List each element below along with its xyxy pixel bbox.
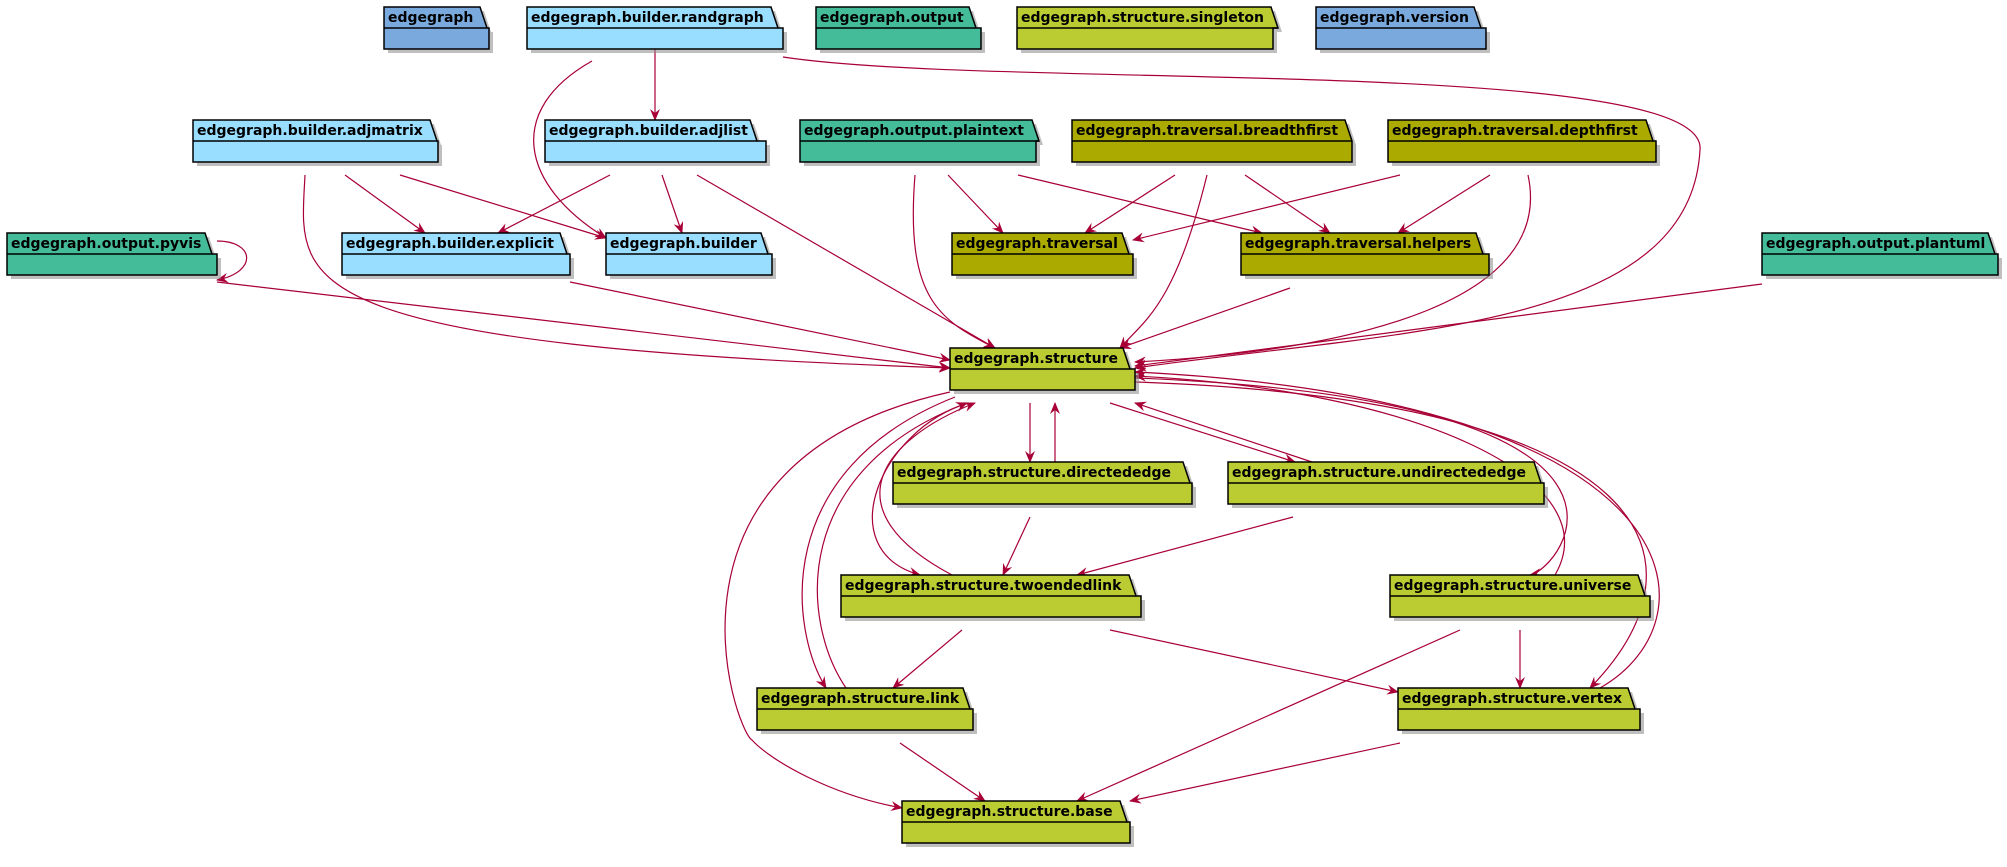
package-plantuml[interactable]: edgegraph.output.plantuml <box>1761 232 2002 279</box>
arrow-plaintext-to-helpers <box>1017 174 1263 236</box>
arrow-adjmatrix-to-structure <box>302 174 951 373</box>
package-label: edgegraph.builder.randgraph <box>531 10 764 26</box>
package-label: edgegraph.traversal.breadthfirst <box>1076 123 1338 139</box>
arrow-breadthfirst-to-traversal <box>1084 174 1176 234</box>
arrow-universe-to-base <box>1076 629 1461 802</box>
arrow-undirectededge-to-structure <box>1134 401 1313 463</box>
package-label: edgegraph.output <box>820 10 964 26</box>
arrow-link-to-base <box>899 742 986 802</box>
package-label: edgegraph.traversal.depthfirst <box>1392 123 1638 139</box>
package-label: edgegraph.builder.adjmatrix <box>197 123 423 139</box>
arrow-pyvis-to-structure <box>216 281 951 372</box>
arrow-twoendedlink-to-vertex <box>1109 629 1399 695</box>
package-label: edgegraph.output.pyvis <box>11 236 201 252</box>
package-helpers[interactable]: edgegraph.traversal.helpers <box>1240 232 1493 279</box>
package-label: edgegraph.structure.undirectededge <box>1232 465 1526 481</box>
arrow-helpers-to-structure <box>1119 287 1291 350</box>
package-label: edgegraph.builder <box>610 236 757 252</box>
package-adjlist[interactable]: edgegraph.builder.adjlist <box>544 119 770 166</box>
arrow-structure-to-undirectededge <box>1109 402 1296 464</box>
package-label: edgegraph.output.plaintext <box>804 123 1024 139</box>
package-plaintext[interactable]: edgegraph.output.plaintext <box>799 119 1043 166</box>
arrow-undirectededge-to-twoendedlink <box>1076 516 1294 577</box>
arrow-plaintext-to-traversal <box>947 174 1004 234</box>
package-directededge[interactable]: edgegraph.structure.directededge <box>892 461 1196 508</box>
arrow-structure-to-base <box>724 391 951 811</box>
arrow-randgraph-to-structure <box>782 56 1701 372</box>
package-base[interactable]: edgegraph.structure.base <box>901 800 1134 847</box>
arrow-directededge-to-twoendedlink <box>1002 516 1031 576</box>
arrow-breadthfirst-to-helpers <box>1244 174 1331 234</box>
package-depthfirst[interactable]: edgegraph.traversal.depthfirst <box>1387 119 1660 166</box>
package-label: edgegraph.builder.adjlist <box>549 123 748 139</box>
package-edgegraph[interactable]: edgegraph <box>383 6 493 53</box>
package-traversal[interactable]: edgegraph.traversal <box>951 232 1137 279</box>
arrow-structure-to-twoendedlink <box>871 402 969 577</box>
arrow-plantuml-to-structure <box>1134 283 1763 370</box>
package-adjmatrix[interactable]: edgegraph.builder.adjmatrix <box>192 119 442 166</box>
arrow-plaintext-to-structure <box>912 174 996 349</box>
package-universe[interactable]: edgegraph.structure.universe <box>1389 574 1654 621</box>
arrow-adjmatrix-to-explicit <box>344 174 426 234</box>
package-pyvis[interactable]: edgegraph.output.pyvis <box>6 232 221 279</box>
package-label: edgegraph.structure <box>954 351 1118 367</box>
arrow-adjlist-to-explicit <box>497 174 611 234</box>
package-label: edgegraph.builder.explicit <box>346 236 554 252</box>
package-label: edgegraph.structure.universe <box>1394 578 1631 594</box>
arrow-vertex-to-structure <box>1134 367 1660 689</box>
package-label: edgegraph.structure.singleton <box>1021 10 1264 26</box>
package-explicit[interactable]: edgegraph.builder.explicit <box>341 232 574 279</box>
arrow-depthfirst-to-structure <box>1134 174 1531 367</box>
arrow-twoendedlink-to-structure <box>879 402 976 576</box>
package-label: edgegraph.traversal <box>956 236 1118 252</box>
package-label: edgegraph.structure.base <box>906 804 1113 820</box>
package-breadthfirst[interactable]: edgegraph.traversal.breadthfirst <box>1071 119 1356 166</box>
arrow-explicit-to-structure <box>569 281 951 363</box>
arrow-link-to-structure <box>816 402 968 689</box>
package-version[interactable]: edgegraph.version <box>1315 6 1490 53</box>
package-label: edgegraph.structure.link <box>761 691 960 707</box>
arrow-vertex-to-base <box>1129 742 1401 804</box>
arrow-depthfirst-to-traversal <box>1132 174 1401 243</box>
arrow-pyvis-to-pyvis <box>216 240 248 283</box>
arrow-structure-to-link <box>801 396 956 689</box>
package-label: edgegraph <box>388 10 473 26</box>
arrow-adjlist-to-builder <box>661 174 684 234</box>
package-label: edgegraph.version <box>1320 10 1469 26</box>
package-vertex[interactable]: edgegraph.structure.vertex <box>1397 687 1644 734</box>
package-singleton[interactable]: edgegraph.structure.singleton <box>1016 6 1282 53</box>
arrow-adjmatrix-to-builder <box>399 174 607 240</box>
package-label: edgegraph.structure.vertex <box>1402 691 1622 707</box>
package-link[interactable]: edgegraph.structure.link <box>756 687 977 734</box>
package-label: edgegraph.structure.twoendedlink <box>845 578 1122 594</box>
package-builder[interactable]: edgegraph.builder <box>605 232 776 279</box>
package-twoendedlink[interactable]: edgegraph.structure.twoendedlink <box>840 574 1145 621</box>
package-label: edgegraph.traversal.helpers <box>1245 236 1471 252</box>
packages: edgegraph edgegraph.builder.randgraph edge… <box>6 6 2002 847</box>
package-randgraph[interactable]: edgegraph.builder.randgraph <box>526 6 787 53</box>
arrow-depthfirst-to-helpers <box>1397 174 1491 234</box>
arrow-structure-to-vertex <box>1134 381 1647 689</box>
arrow-universe-to-structure <box>1134 371 1566 576</box>
arrow-adjlist-to-structure <box>696 174 996 349</box>
package-undirectededge[interactable]: edgegraph.structure.undirectededge <box>1227 461 1548 508</box>
package-output[interactable]: edgegraph.output <box>815 6 985 53</box>
arrow-structure-to-universe <box>1134 377 1568 579</box>
package-structure[interactable]: edgegraph.structure <box>949 347 1139 394</box>
arrow-breadthfirst-to-structure <box>1119 174 1208 349</box>
arrow-randgraph-to-builder <box>533 60 607 239</box>
arrow-twoendedlink-to-link <box>892 629 963 689</box>
dependency-arrows <box>216 49 1763 811</box>
package-label: edgegraph.structure.directededge <box>897 465 1171 481</box>
package-label: edgegraph.output.plantuml <box>1766 236 1985 252</box>
